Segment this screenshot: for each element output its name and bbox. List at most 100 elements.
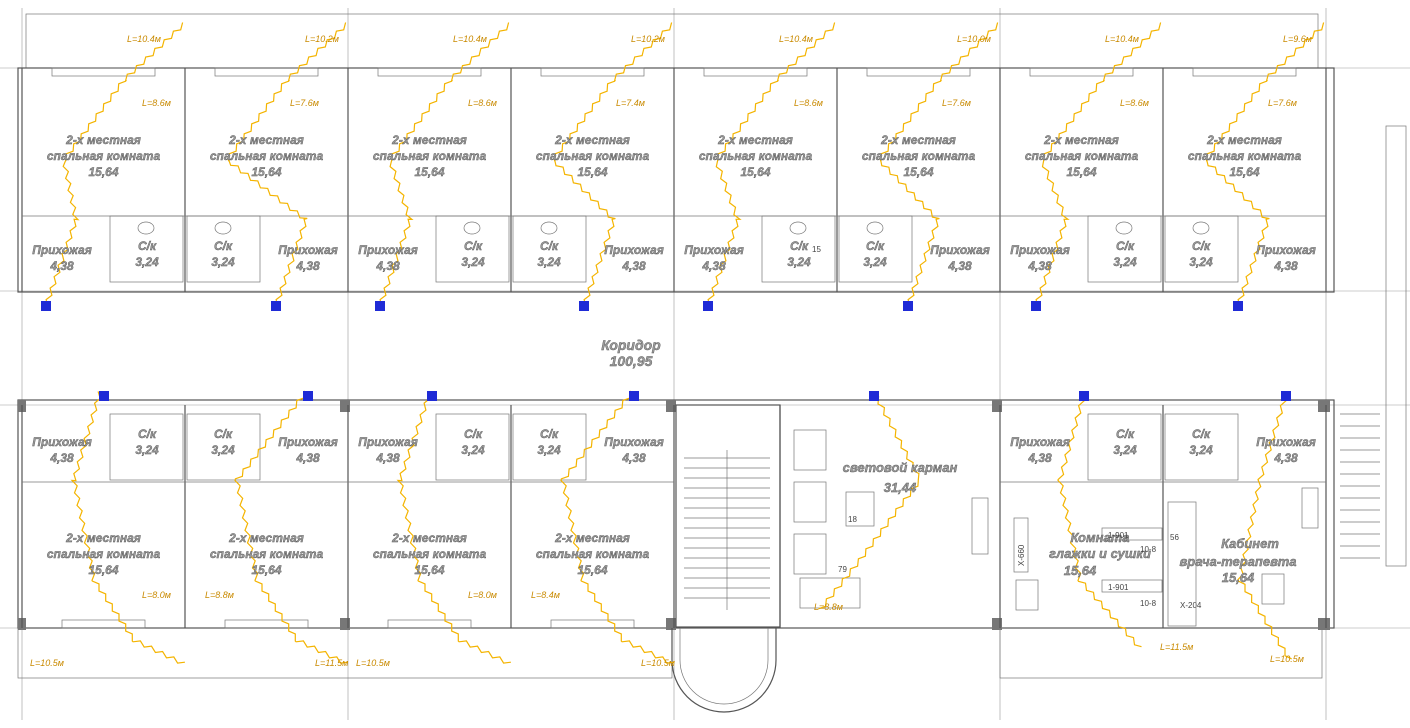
room-area: 15,64 [251,563,281,577]
tag-1-901: 1-901 [1108,531,1129,540]
room-name-2: спальная комната [373,547,487,561]
cable-length: L=8.4м [531,590,560,600]
hall-area: 4,38 [701,259,726,273]
top-window [1029,67,1134,77]
doctor-room-label: Кабинет [1221,536,1279,551]
top-bathroom [435,215,510,283]
wc-area: 3,24 [135,443,159,457]
power-outlet-icon [375,301,385,311]
outlets [41,301,1291,401]
axis-grid [0,8,1410,720]
hall-name: Прихожая [1256,435,1316,449]
top-window [703,67,808,77]
power-outlet-icon [579,301,589,311]
room-area: 15,64 [414,165,444,179]
cable-length: L=8.6м [142,98,171,108]
cable-length: L=8.0м [142,590,171,600]
room-name: 2-х местная [391,531,467,545]
wc-area: 3,24 [461,443,485,457]
tag-10-8: 10-8 [1140,545,1157,554]
wc-area: 3,24 [537,255,561,269]
cable-run [1057,393,1142,648]
drying-room-area: 15,64 [1064,563,1097,578]
cable-run [379,22,510,307]
tag-10-8-b: 10-8 [1140,599,1157,608]
top-window [866,67,971,77]
hall-name: Прихожая [1010,243,1070,257]
wc-name: С/к [138,239,157,253]
hall-name: Прихожая [278,435,338,449]
cable-length: L=7.6м [942,98,971,108]
cable-length: L=7.4м [616,98,645,108]
hall-name: Прихожая [684,243,744,257]
cable-length: L=10.0м [957,34,991,44]
sink-icon [463,221,481,235]
equipment-tags: 1-901 10-8 1-901 10-8 X-660 X-204 56 15 [812,245,1319,627]
bottom-window [550,619,635,629]
tag-56: 56 [1170,533,1179,542]
power-outlet-icon [869,391,879,401]
tag-1-901-b: 1-901 [1108,583,1129,592]
cable-run [1205,22,1325,307]
wc-name: С/к [1192,427,1211,441]
wc-area: 3,24 [211,443,235,457]
room-name-2: спальная комната [536,149,650,163]
cable-length: L=10.5м [356,658,390,668]
room-area: 15,64 [1066,165,1096,179]
top-room-labels: 2-х местная спальная комната 15,64Прихожая… [32,34,1316,273]
hall-name: Прихожая [604,435,664,449]
room-name-2: спальная комната [699,149,813,163]
wc-area: 3,24 [1189,255,1213,269]
hall-area: 4,38 [1273,259,1298,273]
tag-x204: X-204 [1180,601,1202,610]
room-name-2: спальная комната [47,149,161,163]
hall-name: Прихожая [358,243,418,257]
room-name-2: спальная комната [536,547,650,561]
room-area: 15,64 [1229,165,1259,179]
sink-icon [214,221,232,235]
hall-area: 4,38 [1027,451,1052,465]
bottom-room-labels: 2-х местная спальная комната 15,64 Прихожая… [30,427,1316,668]
room-name-2: спальная комната [862,149,976,163]
cable-length: L=10.4м [453,34,487,44]
bottom-window [224,619,309,629]
room-name: 2-х местная [1206,133,1282,147]
balconies [17,13,1323,679]
hall-area: 4,38 [295,259,320,273]
corridor-label: Коридор [601,337,661,353]
power-outlet-icon [99,391,109,401]
cable-length: L=10.2м [631,34,665,44]
power-outlet-icon [303,391,313,401]
power-outlet-icon [903,301,913,311]
cable-run [45,22,184,307]
cable-length: L=8.6м [468,98,497,108]
cables [45,22,1325,664]
room-area: 15,64 [577,563,607,577]
cable-run [1035,22,1162,307]
hall-area: 4,38 [375,451,400,465]
cable-run [396,391,511,664]
hall-name: Прихожая [32,243,92,257]
hall-name: Прихожая [1010,435,1070,449]
room-area: 15,64 [414,563,444,577]
wc-area: 3,24 [787,255,811,269]
hall-area: 4,38 [375,259,400,273]
wc-name: С/к [540,239,559,253]
hall-area: 4,38 [295,451,320,465]
light-pocket-number: 18 [848,515,857,524]
wc-name: С/к [214,239,233,253]
top-window [540,67,645,77]
doctor-room-label-2: врача-терапевта [1179,554,1296,569]
drying-room-label-2: глажки и сушки [1049,546,1151,561]
cable-length: L=8.6м [794,98,823,108]
sink-icon [866,221,884,235]
power-outlet-icon [629,391,639,401]
cable-length: L=10.5м [30,658,64,668]
wc-area: 3,24 [537,443,561,457]
power-outlet-icon [1031,301,1041,311]
cable-length: L=9.6м [1283,34,1312,44]
wc-name: С/к [866,239,885,253]
room-name-2: спальная комната [1188,149,1302,163]
top-bathroom [1164,215,1239,283]
